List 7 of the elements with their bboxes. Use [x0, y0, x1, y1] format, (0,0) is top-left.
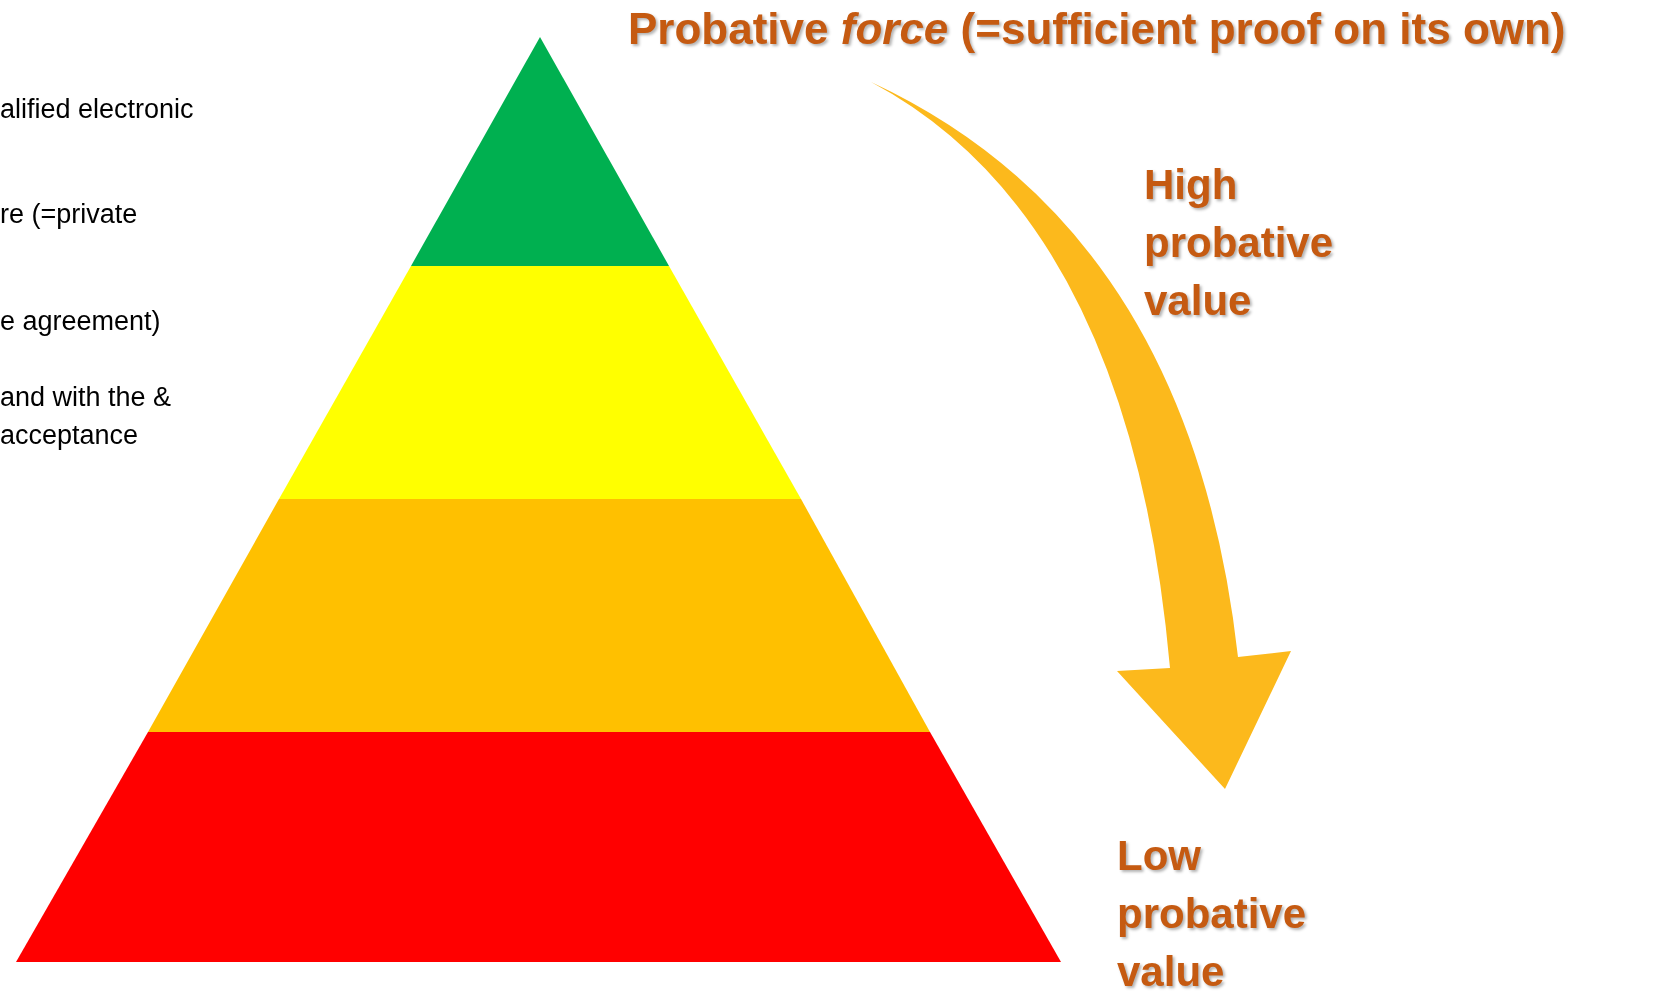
description-text: and with the & acceptance [0, 381, 173, 452]
description-text: alified electronic [0, 93, 195, 126]
description-text: re (=private [0, 198, 139, 231]
title: Probative force (=sufficient proof on its own) [628, 3, 1566, 55]
value-label: High probative value [1144, 160, 1335, 326]
description-text: e agreement) [0, 305, 162, 338]
value-label: Low probative value [1117, 831, 1308, 994]
